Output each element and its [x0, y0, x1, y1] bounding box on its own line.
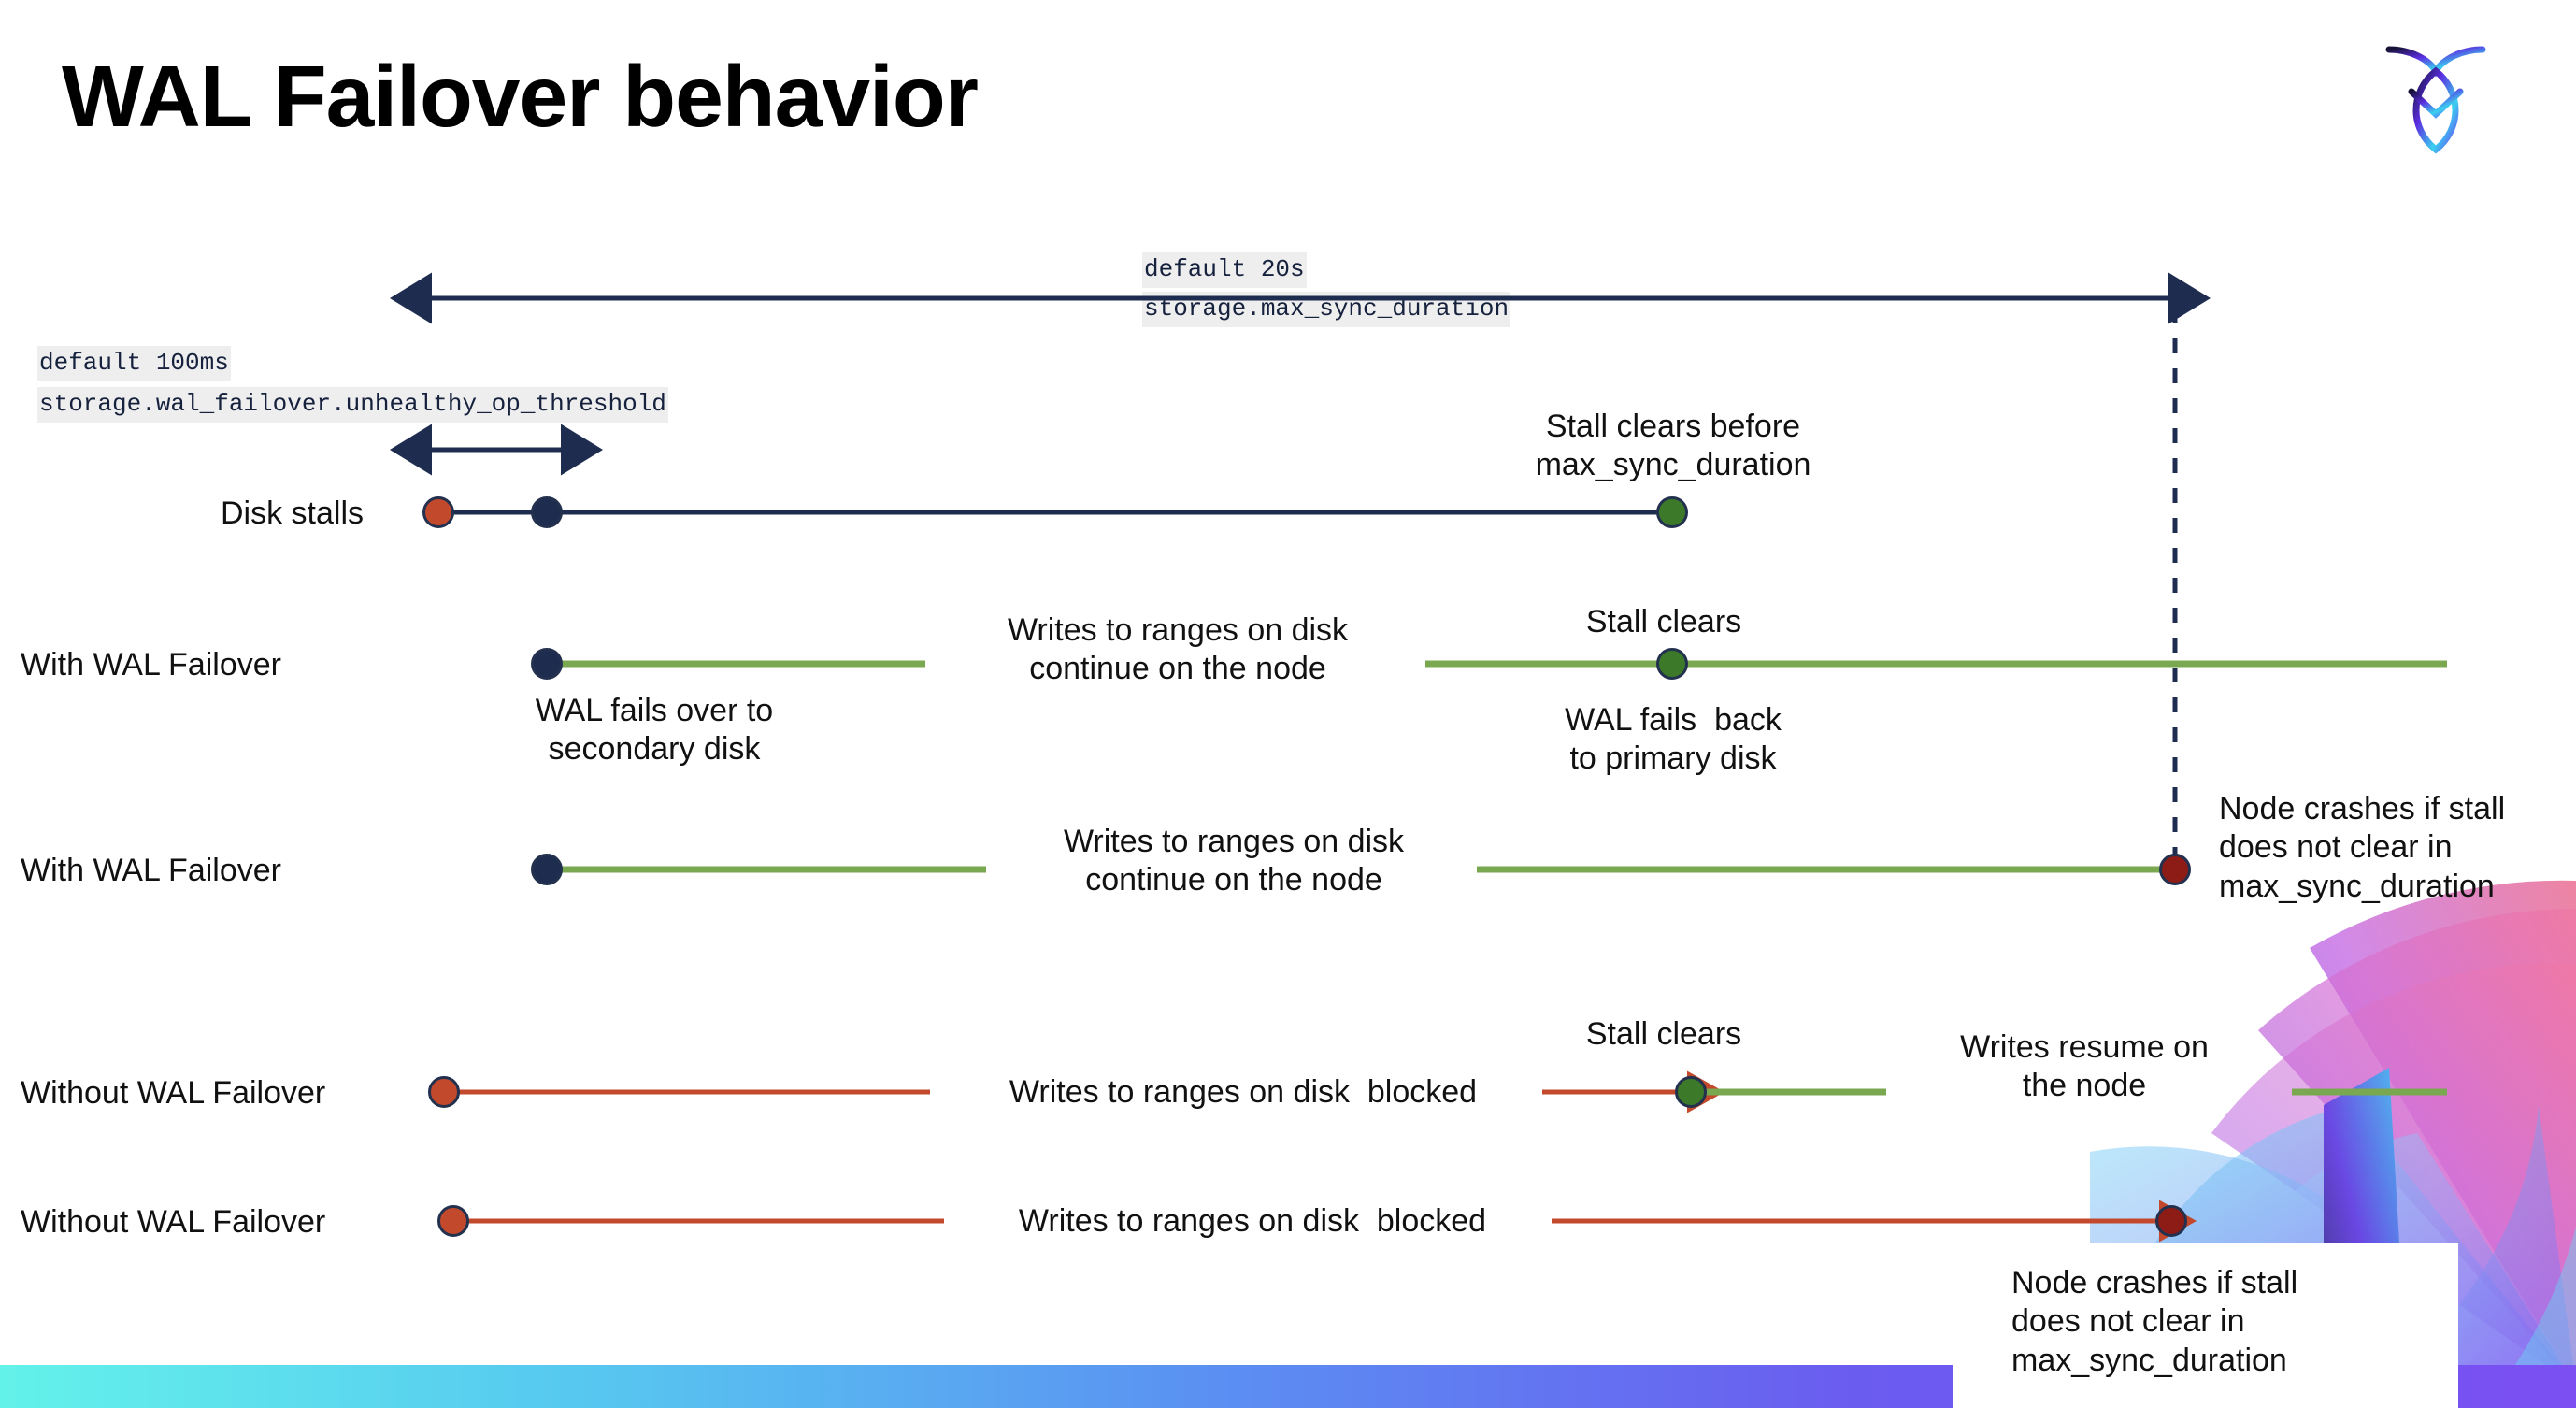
note-writes-blocked-row4: Writes to ranges on disk blocked — [1009, 1074, 1478, 1110]
node-crash-dot-row3 — [2159, 854, 2191, 885]
stall-clears-dot-row4 — [1675, 1076, 1707, 1108]
row-label-disk-stalls: Disk stalls — [221, 496, 365, 531]
stall-start-dot-row5 — [437, 1205, 469, 1237]
wal-failover-trigger-dot-row3 — [531, 854, 563, 885]
wal-failover-trigger-dot-row2 — [531, 648, 563, 680]
note-writes-resume: Writes resume on the node — [1960, 1029, 2209, 1104]
note-wal-fails-back-primary: WAL fails back to primary disk — [1565, 702, 1782, 777]
note-writes-continue-row2: Writes to ranges on disk continue on the… — [1007, 612, 1349, 687]
note-node-crashes-row3: Node crashes if stall does not clear in … — [2219, 791, 2506, 904]
stall-clears-dot-row1 — [1656, 496, 1688, 528]
annotation-unhealthy-line2: storage.wal_failover.unhealthy_op_thresh… — [39, 390, 666, 418]
wal-failover-trigger-dot-row1 — [531, 496, 563, 528]
annotation-unhealthy-op-threshold-setting: storage.wal_failover.unhealthy_op_thresh… — [37, 387, 668, 423]
note-stall-clears-row2: Stall clears — [1585, 604, 1742, 639]
stall-start-dot-row4 — [428, 1076, 460, 1108]
disk-stall-start-dot — [422, 496, 454, 528]
row-label-without-wal-failover-2: Without WAL Failover — [21, 1204, 326, 1240]
note-writes-continue-row3: Writes to ranges on disk continue on the… — [1063, 824, 1405, 898]
note-node-crashes-row5: Node crashes if stall does not clear in … — [2011, 1265, 2298, 1378]
artwork-mask-text-box — [1953, 1243, 2458, 1408]
stall-clears-dot-row2 — [1656, 648, 1688, 680]
note-writes-blocked-row5: Writes to ranges on disk blocked — [1018, 1203, 1487, 1239]
note-stall-clears-before-max-sync: Stall clears before max_sync_duration — [1535, 409, 1811, 483]
annotation-unhealthy-line1: default 100ms — [39, 349, 229, 377]
row-label-with-wal-failover-1: With WAL Failover — [21, 647, 281, 682]
annotation-unhealthy-op-threshold: default 100ms — [37, 346, 231, 381]
row-label-without-wal-failover-1: Without WAL Failover — [21, 1075, 326, 1111]
cockroachdb-logo-icon — [2382, 34, 2490, 155]
note-wal-fails-over-secondary: WAL fails over to secondary disk — [535, 693, 774, 768]
page-title: WAL Failover behavior — [62, 48, 979, 145]
note-stall-clears-row4: Stall clears — [1585, 1016, 1742, 1052]
row-label-with-wal-failover-2: With WAL Failover — [21, 853, 281, 888]
node-crash-dot-row5 — [2155, 1205, 2187, 1237]
